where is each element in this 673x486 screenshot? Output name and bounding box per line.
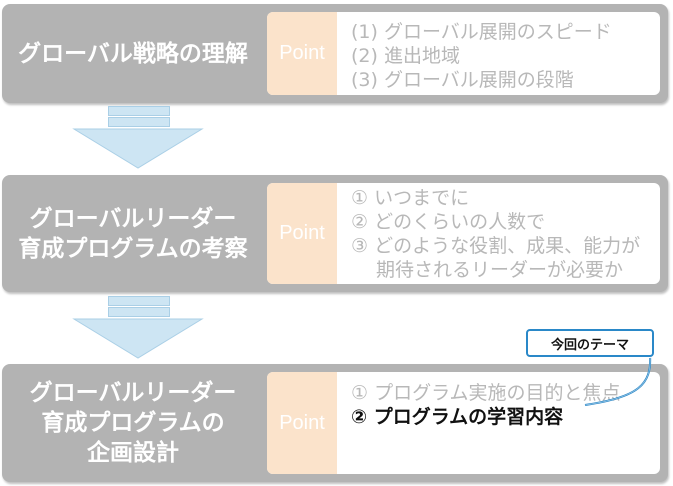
point-items: (1) グローバル展開のスピード (2) 進出地域 (3) グローバル展開の段階 [351,20,654,92]
arrow-bar [108,106,170,116]
point-item: 期待されるリーダーが必要か [351,259,624,281]
arrow-head [72,318,204,359]
arrow-bar [108,296,170,306]
point-label: Point [267,12,337,95]
point-card: Point (1) グローバル展開のスピード (2) 進出地域 (3) グローバ… [267,12,660,95]
stage-global-strategy: グローバル戦略の理解 Point (1) グローバル展開のスピード (2) 進出… [2,4,668,103]
point-item-current: ② プログラムの学習内容 [351,406,564,428]
stage-title: グローバルリーダー 育成プログラムの考察 [18,205,248,262]
stage-program-consideration: グローバルリーダー 育成プログラムの考察 Point ① いつまでに ② どのく… [2,175,668,292]
point-items: ① プログラム実施の目的と焦点 ② プログラムの学習内容 [351,381,654,429]
point-item: ① いつまでに [351,187,470,209]
arrow-head [72,128,204,169]
point-item: ① プログラム実施の目的と焦点 [351,382,621,404]
stage-program-design: グローバルリーダー 育成プログラムの 企画設計 Point ① プログラム実施の… [2,364,668,482]
arrow-bar [108,117,170,127]
theme-label: 今回のテーマ [526,329,654,357]
point-item: (3) グローバル展開の段階 [351,69,574,91]
stage-title: グローバルリーダー 育成プログラムの 企画設計 [29,380,237,466]
point-card: Point ① プログラム実施の目的と焦点 ② プログラムの学習内容 [267,372,660,474]
point-item: (1) グローバル展開のスピード [351,21,612,43]
callout-line [584,355,652,406]
point-card: Point ① いつまでに ② どのくらいの人数で ③ どのような役割、成果、能… [267,183,660,284]
arrow-bar [108,307,170,317]
point-item: (2) 進出地域 [351,45,460,67]
point-items: ① いつまでに ② どのくらいの人数で ③ どのような役割、成果、能力が 期待さ… [351,186,654,282]
point-item: ② どのくらいの人数で [351,211,546,233]
stage-title: グローバル戦略の理解 [18,40,248,67]
point-item: ③ どのような役割、成果、能力が [351,235,641,257]
point-label: Point [267,372,337,474]
point-label: Point [267,183,337,284]
